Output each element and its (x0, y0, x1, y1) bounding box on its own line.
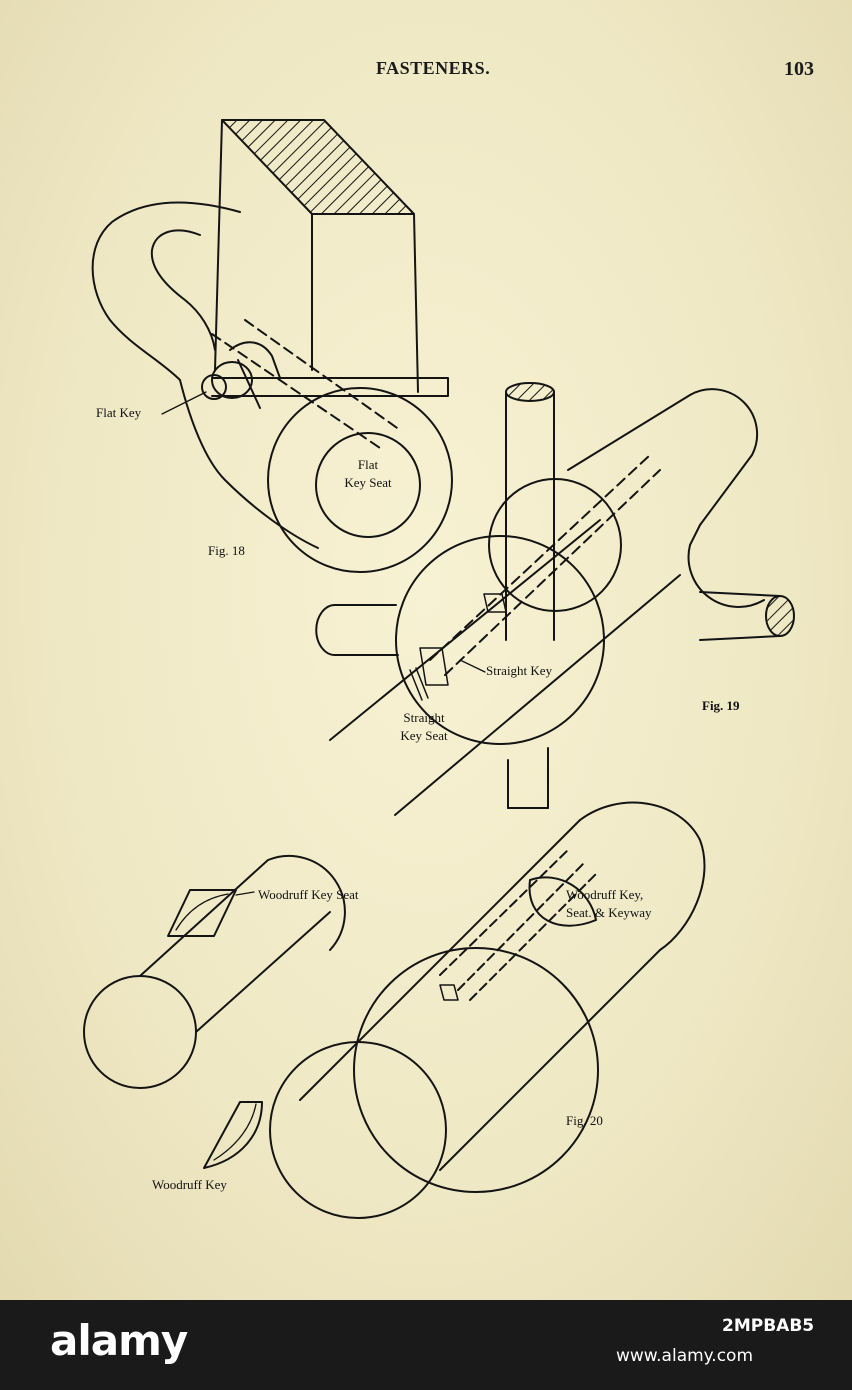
fig20-drawing (83, 801, 706, 1219)
watermark-banner (0, 1300, 852, 1390)
fig19-drawing (315, 382, 795, 816)
woodruff-key-seat-keyway-line2: Seat. & Keyway (566, 904, 652, 920)
page-shading (0, 0, 852, 1300)
woodruff-key-label: Woodruff Key (152, 1177, 227, 1192)
image-id: 2MPBAB5 (722, 1316, 815, 1336)
running-title: FASTENERS. (376, 58, 491, 78)
book-page: FASTENERS. 103 (0, 0, 852, 1300)
straight-key-label: Straight Key (486, 663, 553, 678)
flat-key-seat-label: Flat Key Seat (336, 456, 400, 491)
straight-key-seat-line1: Straight (403, 710, 445, 725)
fig20-caption: Fig. 20 (566, 1113, 603, 1128)
fig18-drawing (91, 119, 453, 573)
woodruff-key-seat-keyway-line1: Woodruff Key, (566, 887, 644, 902)
flat-key-label: Flat Key (96, 405, 142, 420)
woodruff-key-seat-keyway-label: Woodruff Key, Seat. & Keyway (566, 886, 652, 921)
brand-logo: alamy (50, 1316, 188, 1365)
flat-key-seat-line1: Flat (357, 457, 379, 472)
site-url: www.alamy.com (616, 1346, 754, 1366)
straight-key-seat-line2: Key Seat (400, 727, 448, 743)
fig18-caption: Fig. 18 (208, 543, 245, 558)
flat-key-seat-line2: Key Seat (344, 474, 392, 490)
page-number: 103 (784, 58, 814, 80)
fig19-caption: Fig. 19 (702, 698, 740, 713)
mechanical-figures (83, 119, 795, 1219)
woodruff-key-seat-label: Woodruff Key Seat (258, 887, 359, 902)
straight-key-seat-label: Straight Key Seat (388, 709, 460, 744)
